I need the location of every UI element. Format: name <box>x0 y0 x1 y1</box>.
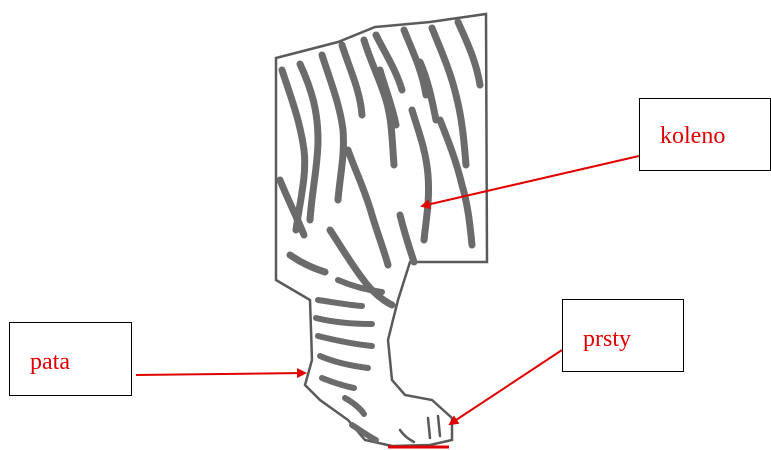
label-box-pata: pata <box>9 322 132 396</box>
arrow-prsty <box>450 350 562 424</box>
label-prsty: prsty <box>583 326 631 352</box>
label-box-koleno: koleno <box>639 98 771 171</box>
label-box-prsty: prsty <box>562 299 684 372</box>
arrow-pata <box>136 373 305 375</box>
tiger-leg-illustration <box>276 14 487 447</box>
label-pata: pata <box>30 349 70 375</box>
label-koleno: koleno <box>660 123 725 149</box>
